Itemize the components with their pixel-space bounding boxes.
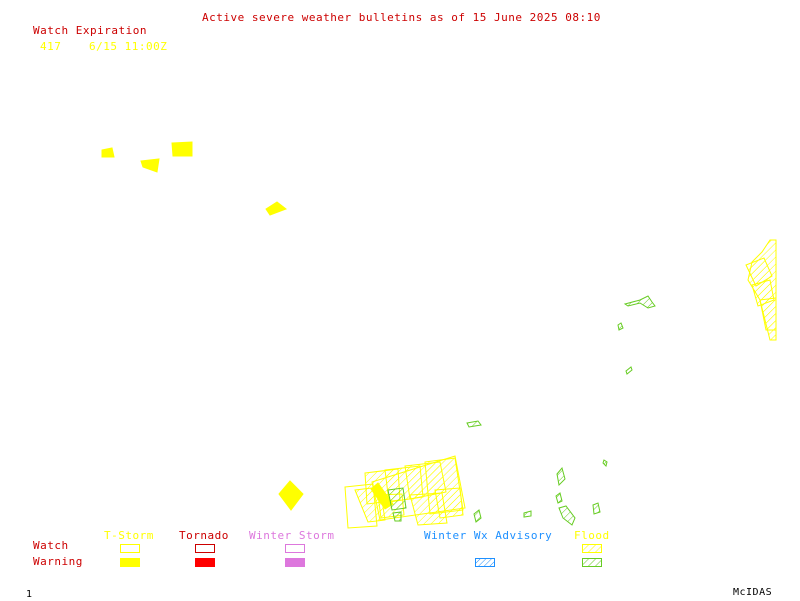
legend-tstorm-warning-swatch bbox=[120, 558, 140, 567]
legend-winter-wx-advisory-swatch bbox=[475, 558, 495, 567]
flood-polygon bbox=[466, 420, 482, 428]
flood-cluster-center bbox=[344, 455, 466, 529]
tstorm-warning-polygon bbox=[278, 480, 304, 511]
flood-polygon bbox=[759, 297, 777, 331]
flood-polygon bbox=[602, 459, 608, 467]
flood-outlines-green bbox=[466, 295, 656, 526]
flood-polygon bbox=[387, 487, 407, 511]
legend-tstorm-watch-swatch bbox=[120, 544, 140, 553]
legend-tornado-watch-swatch bbox=[195, 544, 215, 553]
flood-polygon bbox=[344, 483, 378, 529]
legend-row-watch: Watch bbox=[33, 539, 69, 552]
flood-polygon bbox=[555, 492, 563, 504]
flood-polygon bbox=[745, 257, 773, 287]
legend-winter-storm-watch-swatch bbox=[285, 544, 305, 553]
flood-polygon bbox=[354, 486, 386, 523]
legend-tstorm-label: T-Storm bbox=[104, 529, 154, 542]
legend-tornado-label: Tornado bbox=[179, 529, 229, 542]
flood-polygon bbox=[617, 322, 624, 331]
legend-winter-storm-warning-swatch bbox=[285, 558, 305, 567]
flood-polygon bbox=[625, 366, 633, 375]
tstorm-warning-polygon bbox=[140, 158, 160, 173]
tstorm-warning-polygon bbox=[265, 201, 288, 216]
flood-outline-green-center bbox=[387, 487, 407, 522]
flood-polygon bbox=[434, 487, 464, 519]
watch-expiration-label: Watch Expiration bbox=[33, 24, 147, 37]
watch-expiry-time: 6/15 11:00Z bbox=[89, 40, 168, 53]
watch-number: 417 bbox=[40, 40, 62, 53]
frame-number: 1 bbox=[26, 589, 33, 600]
flood-polygon bbox=[623, 295, 656, 309]
flood-polygon bbox=[556, 466, 566, 487]
flood-polygon bbox=[558, 505, 576, 526]
legend-tornado-warning-swatch bbox=[195, 558, 215, 567]
legend-winter-storm-label: Winter Storm bbox=[249, 529, 335, 542]
legend-flood-warning-swatch bbox=[582, 558, 602, 567]
flood-polygon bbox=[592, 502, 601, 515]
flood-polygon bbox=[371, 455, 466, 521]
tstorm-warning-polygon bbox=[101, 147, 115, 158]
flood-polygon bbox=[392, 511, 402, 522]
legend-winter-wx-advisory-label: Winter Wx Advisory bbox=[424, 529, 553, 542]
flood-cluster-right bbox=[745, 239, 777, 341]
legend-row-warning: Warning bbox=[33, 555, 83, 568]
legend-flood-watch-swatch bbox=[582, 544, 602, 553]
flood-polygon bbox=[473, 509, 482, 523]
legend-flood-label: Flood bbox=[574, 529, 610, 542]
brand-label: McIDAS bbox=[733, 587, 773, 598]
page-title: Active severe weather bulletins as of 15… bbox=[202, 11, 601, 24]
flood-polygon bbox=[523, 510, 532, 518]
tstorm-warning-polygon bbox=[171, 141, 193, 157]
tstorm-warning-polygons bbox=[101, 141, 394, 511]
